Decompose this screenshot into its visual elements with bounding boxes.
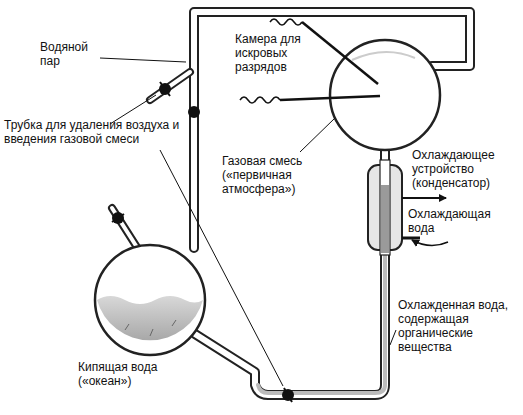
part-label: Охлаждающая вода xyxy=(408,207,520,235)
part-label: Водяной пар xyxy=(40,40,102,68)
part-label: Трубка для удаления воздуха и введения г… xyxy=(4,118,196,146)
part-label: Камера для искровых разрядов xyxy=(235,32,321,74)
part-label: Охлажденная вода, содержащая органически… xyxy=(398,298,520,354)
part-label: Газовая смесь («первичная атмосфера») xyxy=(222,154,364,196)
part-label: Охлаждающее устройство (конденсатор) xyxy=(412,148,520,190)
part-label: Кипящая вода («океан») xyxy=(78,360,158,388)
